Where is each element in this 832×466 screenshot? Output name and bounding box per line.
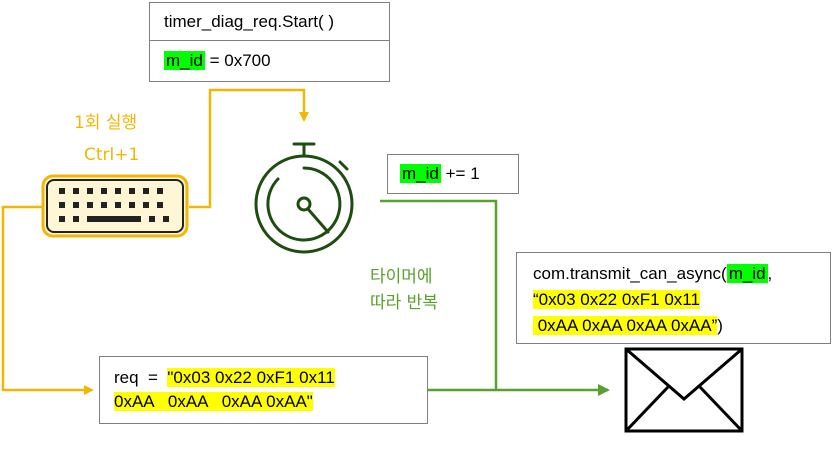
transmit-call-box: com.transmit_can_async(m_id, “0x03 0x22 … <box>516 252 831 344</box>
transmit-sep: , <box>767 264 773 283</box>
increment-box: m_id += 1 <box>387 154 519 194</box>
m-id-var: m_id <box>400 164 441 183</box>
transmit-close: ) <box>717 316 723 335</box>
keyboard-to-timer-line <box>189 88 309 209</box>
increment-op: += <box>445 164 466 183</box>
timer-repeat-caption-1: 타이머에 <box>370 267 433 287</box>
envelope-icon <box>624 347 744 433</box>
keyboard-label-shortcut: Ctrl+1 <box>84 145 140 165</box>
timer-repeat-line <box>380 199 498 390</box>
transmit-payload-1: “0x03 0x22 0xF1 0x11 <box>533 290 700 309</box>
keyboard-to-req-line <box>1 205 94 395</box>
req-payload-1: "0x03 0x22 0xF1 0x11 <box>167 368 335 387</box>
transmit-payload-2: 0xAA 0xAA 0xAA 0xAA” <box>533 316 718 335</box>
req-prefix: req = <box>114 368 168 387</box>
timer-start-call: timer_diag_req.Start( ) <box>150 3 389 41</box>
stopwatch-icon <box>254 142 354 254</box>
increment-value: 1 <box>470 164 480 183</box>
timer-start-box: timer_diag_req.Start( ) m_id = 0x700 <box>149 2 390 82</box>
timer-repeat-caption-2: 따라 반복 <box>370 293 438 313</box>
keyboard-icon[interactable] <box>41 174 191 240</box>
transmit-line-2: “0x03 0x22 0xF1 0x11 <box>533 287 830 313</box>
transmit-line-3: 0xAA 0xAA 0xAA 0xAA”) <box>533 313 830 339</box>
m-id-var: m_id <box>726 264 768 283</box>
req-line-1: req = "0x03 0x22 0xF1 0x11 <box>114 366 427 390</box>
assign-op: = <box>209 51 220 70</box>
req-line-2: 0xAA 0xAA 0xAA 0xAA" <box>114 390 427 414</box>
req-payload-2: 0xAA 0xAA 0xAA 0xAA" <box>114 392 313 411</box>
transmit-func: com.transmit_can_async( <box>533 264 727 283</box>
request-box: req = "0x03 0x22 0xF1 0x11 0xAA 0xAA 0xA… <box>99 356 428 424</box>
keyboard-label-run-once: 1회 실행 <box>74 113 138 133</box>
m-id-var: m_id <box>164 51 205 70</box>
init-value: 0x700 <box>224 51 271 70</box>
timer-init-row: m_id = 0x700 <box>150 41 389 81</box>
transmit-line-1: com.transmit_can_async(m_id, <box>533 261 830 287</box>
